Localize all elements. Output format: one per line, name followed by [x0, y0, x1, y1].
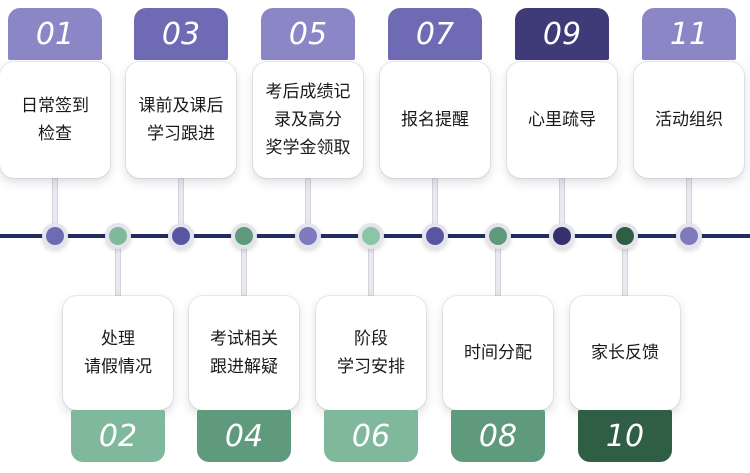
node-dot: [235, 227, 253, 245]
connector-stem: [686, 178, 692, 228]
step-label: 日常签到 检查: [21, 96, 89, 143]
node-dot: [553, 227, 571, 245]
step-number-tab: 06: [324, 410, 418, 462]
step-label: 活动组织: [655, 110, 723, 129]
timeline-node: [168, 223, 194, 249]
timeline-node: [231, 223, 257, 249]
node-dot: [680, 227, 698, 245]
connector-stem: [115, 246, 121, 296]
step-number-tab: 08: [451, 410, 545, 462]
step-label: 考后成绩记 录及高分 奖学金领取: [265, 82, 351, 157]
step-label: 家长反馈: [591, 343, 659, 362]
timeline-node: [295, 223, 321, 249]
connector-stem: [52, 178, 58, 228]
timeline-node: [485, 223, 511, 249]
step-number-tab: 11: [642, 8, 736, 60]
node-dot: [46, 227, 64, 245]
connector-stem: [432, 178, 438, 228]
node-dot: [489, 227, 507, 245]
step-number-tab: 01: [8, 8, 102, 60]
step-number-tab: 02: [71, 410, 165, 462]
timeline-node: [105, 223, 131, 249]
step-label: 处理 请假情况: [84, 329, 152, 376]
timeline-node: [358, 223, 384, 249]
step-card: 家长反馈: [570, 296, 680, 410]
timeline-node: [549, 223, 575, 249]
connector-stem: [368, 246, 374, 296]
node-dot: [109, 227, 127, 245]
step-label: 课前及课后 学习跟进: [138, 96, 224, 143]
timeline-node: [422, 223, 448, 249]
step-label: 心里疏导: [528, 110, 596, 129]
step-card: 阶段 学习安排: [316, 296, 426, 410]
connector-stem: [622, 246, 628, 296]
connector-stem: [495, 246, 501, 296]
step-number-tab: 03: [134, 8, 228, 60]
node-dot: [172, 227, 190, 245]
timeline-node: [612, 223, 638, 249]
step-label: 时间分配: [464, 343, 532, 362]
step-number-tab: 07: [388, 8, 482, 60]
node-dot: [362, 227, 380, 245]
step-card: 报名提醒: [380, 62, 490, 178]
connector-stem: [178, 178, 184, 228]
step-card: 处理 请假情况: [63, 296, 173, 410]
timeline-node: [676, 223, 702, 249]
timeline-node: [42, 223, 68, 249]
step-card: 日常签到 检查: [0, 62, 110, 178]
step-number-tab: 10: [578, 410, 672, 462]
node-dot: [426, 227, 444, 245]
step-card: 考后成绩记 录及高分 奖学金领取: [253, 62, 363, 178]
step-label: 阶段 学习安排: [337, 329, 405, 376]
step-number-tab: 05: [261, 8, 355, 60]
node-dot: [299, 227, 317, 245]
step-card: 时间分配: [443, 296, 553, 410]
step-number-tab: 09: [515, 8, 609, 60]
step-number-tab: 04: [197, 410, 291, 462]
step-card: 活动组织: [634, 62, 744, 178]
step-card: 心里疏导: [507, 62, 617, 178]
node-dot: [616, 227, 634, 245]
step-label: 报名提醒: [401, 110, 469, 129]
step-card: 课前及课后 学习跟进: [126, 62, 236, 178]
step-card: 考试相关 跟进解疑: [189, 296, 299, 410]
connector-stem: [241, 246, 247, 296]
connector-stem: [559, 178, 565, 228]
connector-stem: [305, 178, 311, 228]
step-label: 考试相关 跟进解疑: [210, 329, 278, 376]
